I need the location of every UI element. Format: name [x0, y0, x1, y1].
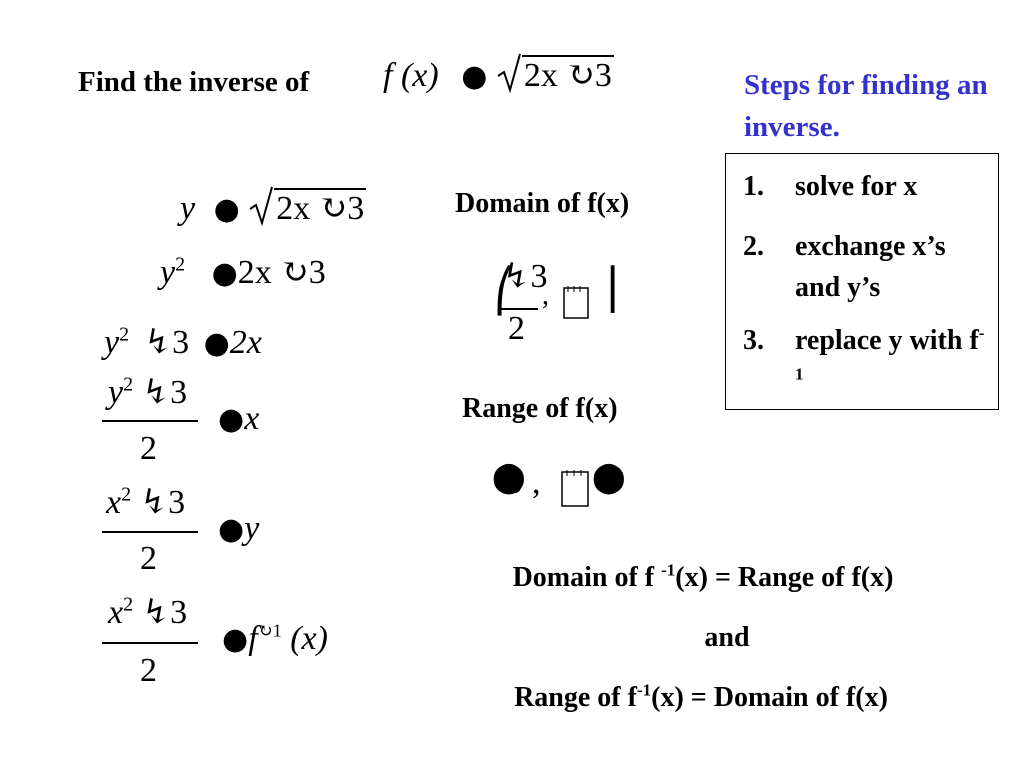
top-equation-radicand: 2x ↻3 — [521, 55, 614, 94]
radical-sign-icon — [249, 186, 274, 227]
inverse-function-name: f — [248, 620, 258, 657]
fraction-denominator: 2 — [140, 540, 157, 577]
work-line-6-numerator: x2 ↯3 — [108, 592, 187, 632]
work-line-rhs: 2x — [229, 324, 262, 361]
interval-comma: , — [542, 280, 549, 311]
step-item-2: 2. exchange x’s and y’s — [743, 226, 985, 308]
work-line-rhs: 2x ↻3 — [237, 254, 326, 291]
equals-glyph: ● — [461, 59, 488, 94]
work-line-operator: ↯3 — [143, 324, 190, 361]
relation-superscript: -1 — [661, 560, 676, 580]
infinity-glyph-icon — [563, 286, 589, 319]
radical-sign-icon — [497, 53, 521, 94]
relation-superscript: -1 — [636, 680, 652, 700]
fraction-numerator-var: x — [106, 484, 122, 521]
fraction-bar — [102, 420, 198, 422]
fraction-numerator-operator: ↯3 — [141, 374, 188, 411]
interval-comma: , — [532, 464, 541, 501]
equals-glyph: ● — [203, 326, 230, 361]
interval-close-bracket: ⎟ — [598, 267, 618, 312]
relation-text-b: (x) = Range of f(x) — [675, 562, 894, 593]
interval-lower-numerator: ↯3 — [502, 258, 548, 295]
relation-text-b: (x) = Domain of f(x) — [651, 682, 888, 713]
range-label: Range of f(x) — [462, 393, 618, 424]
step-number: 1. — [743, 171, 764, 202]
step-number: 2. — [743, 231, 764, 262]
fraction-numerator-operator: ↯3 — [141, 594, 188, 631]
work-line-5-rhs: ●y — [218, 510, 259, 548]
domain-interval: ⎛ ↯3 2 , ⎟ — [494, 256, 624, 356]
work-line-rhs: x — [244, 400, 260, 437]
work-line-radicand: 2x ↻3 — [274, 188, 367, 227]
work-line-rhs: y — [244, 510, 260, 547]
equals-glyph: ● — [218, 512, 245, 547]
interval-open-bracket: ⎛ — [494, 269, 515, 315]
work-line-1: y ● 2x ↻3 — [180, 185, 367, 228]
work-line-exponent: 2 — [175, 253, 186, 276]
step-text-superscript: -1 — [795, 323, 985, 384]
fraction-bar — [500, 308, 538, 310]
work-line-2: y2 ●2x ↻3 — [160, 252, 326, 292]
interval-open-bracket: ⬤ — [492, 460, 526, 495]
step-text: exchange x’s and y’s — [795, 231, 946, 303]
fraction-numerator-var: y — [108, 374, 124, 411]
steps-box: 1. solve for x 2. exchange x’s and y’s 3. r… — [725, 153, 999, 410]
work-line-lhs: y — [180, 190, 196, 227]
step-item-3: 3. replace y with f-1 — [743, 320, 985, 402]
work-line-lhs: y — [160, 254, 176, 291]
equals-glyph: ● — [222, 622, 249, 657]
top-equation: f (x) ● 2x ↻3 — [383, 52, 614, 95]
relation-text-a: Range of f — [514, 682, 637, 713]
fraction-bar — [102, 531, 198, 533]
work-line-6-rhs: ●f↻1 (x) — [222, 620, 328, 658]
work-line-4-numerator: y2 ↯3 — [108, 372, 187, 412]
step-number: 3. — [743, 325, 764, 356]
work-line-exponent: 2 — [119, 323, 130, 346]
page-title: Find the inverse of — [78, 66, 310, 98]
interval-lower-denominator: 2 — [508, 310, 525, 347]
work-line-3: y2 ↯3 ●2x — [104, 322, 262, 362]
work-line-exponent: 2 — [121, 483, 132, 506]
equals-glyph: ● — [213, 192, 240, 227]
fraction-denominator: 2 — [140, 652, 157, 689]
equals-glyph: ● — [218, 402, 245, 437]
work-line-exponent: 2 — [123, 373, 134, 396]
range-interval: ⬤ 0 , ⬤ — [492, 458, 626, 518]
step-text: replace y with f — [795, 325, 979, 356]
fraction-denominator: 2 — [140, 430, 157, 467]
and-text: and — [704, 622, 750, 653]
equals-glyph: ● — [211, 256, 238, 291]
work-line-lhs: y — [104, 324, 120, 361]
fraction-numerator-operator: ↯3 — [139, 484, 186, 521]
inverse-argument: (x) — [290, 620, 328, 657]
interval-close-bracket: ⬤ — [592, 460, 626, 495]
domain-label: Domain of f(x) — [455, 188, 630, 219]
top-equation-lhs: f (x) — [383, 57, 439, 94]
fraction-numerator-var: x — [108, 594, 124, 631]
relation-text-a: Domain of f — [512, 562, 662, 593]
relation-range-inverse: Range of f-1(x) = Domain of f(x) — [396, 682, 1006, 714]
infinity-glyph-icon — [561, 470, 589, 507]
relation-domain-inverse: Domain of f -1(x) = Range of f(x) — [398, 562, 1008, 594]
interval-start-value: 0 — [506, 464, 523, 501]
step-text: solve for x — [795, 171, 918, 202]
fraction-bar — [102, 642, 198, 644]
steps-heading: Steps for finding an inverse. — [744, 69, 988, 143]
inverse-superscript: ↻1 — [257, 620, 282, 641]
work-line-exponent: 2 — [123, 593, 134, 616]
step-item-1: 1. solve for x — [743, 166, 985, 207]
work-line-4-rhs: ●x — [218, 400, 259, 438]
work-line-5-numerator: x2 ↯3 — [106, 482, 185, 522]
